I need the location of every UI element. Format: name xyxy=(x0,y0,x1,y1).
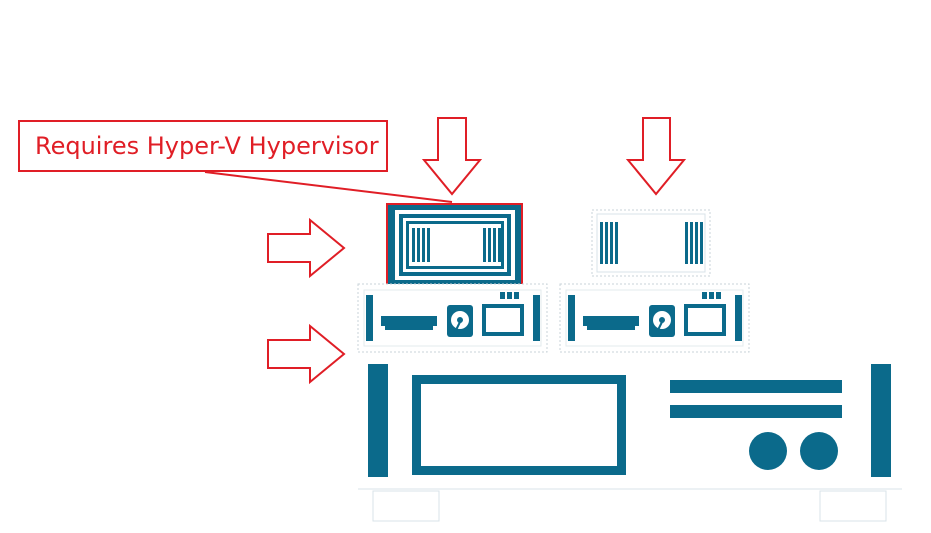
container-chip-icon xyxy=(591,209,711,277)
right-arrow-icon xyxy=(267,323,346,385)
down-arrow-icon xyxy=(421,117,483,196)
callout-text: Requires Hyper-V Hypervisor xyxy=(35,132,379,160)
callout-box: Requires Hyper-V Hypervisor xyxy=(18,120,388,172)
right-arrow-icon xyxy=(267,217,346,279)
down-arrow-icon xyxy=(625,117,687,196)
memory-module-icon xyxy=(381,316,437,330)
hard-disk-icon xyxy=(649,305,675,337)
callout-leader-line xyxy=(204,171,453,203)
virtual-machine-right xyxy=(559,283,750,353)
virtual-machine-left xyxy=(357,283,548,353)
hypervisor-chip-icon xyxy=(386,203,523,286)
monitor-icon xyxy=(482,292,524,336)
monitor-icon xyxy=(684,292,726,336)
server-hardware-icon xyxy=(358,364,902,522)
hard-disk-icon xyxy=(447,305,473,337)
memory-module-icon xyxy=(583,316,639,330)
